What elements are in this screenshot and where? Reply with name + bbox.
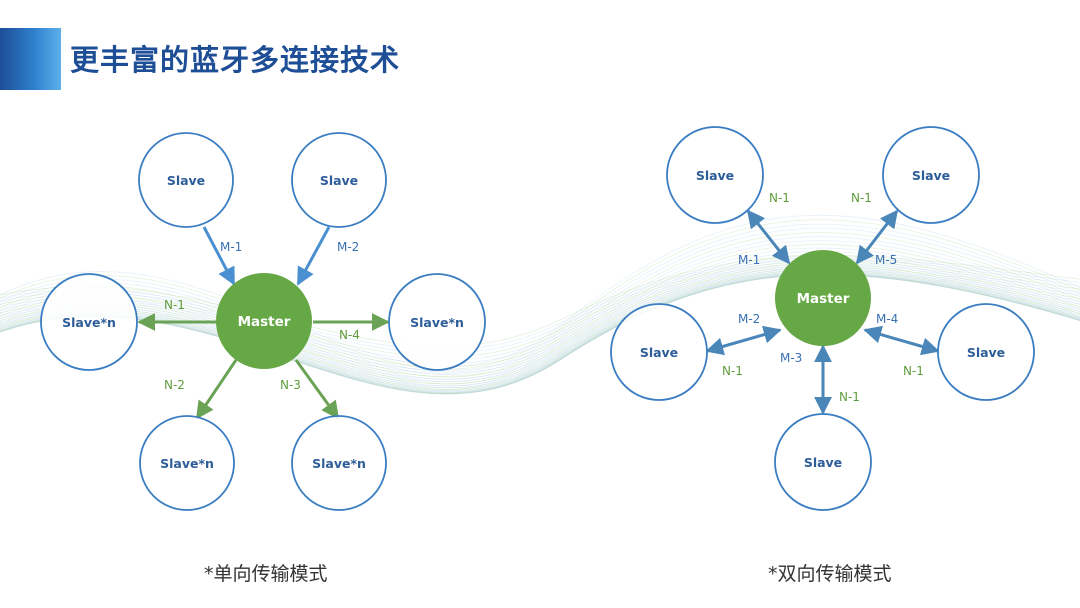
- bidirectional-diagram: Slave Slave Slave Slave Slave Master M-1…: [610, 126, 1035, 511]
- master-label: Master: [797, 291, 850, 307]
- slave-node: Slave: [882, 126, 980, 224]
- slave-label: Slave: [696, 168, 734, 183]
- slave-node: Slave: [610, 303, 708, 401]
- arrow-m2-n1: [705, 325, 782, 356]
- m-label: M-4: [876, 312, 898, 326]
- arrow-n2: [195, 359, 238, 420]
- slave-node: Slave: [937, 303, 1035, 401]
- page-title: 更丰富的蓝牙多连接技术: [70, 43, 401, 77]
- slave-label: Slave*n: [160, 456, 214, 471]
- slave-label: Slave: [167, 173, 205, 188]
- slave-label: Slave*n: [312, 456, 366, 471]
- slave-n-node: Slave*n: [388, 273, 486, 371]
- slave-label: Slave*n: [62, 315, 116, 330]
- arrow-m1: [202, 226, 236, 286]
- n-label: N-3: [280, 378, 301, 392]
- master-label: Master: [238, 314, 291, 330]
- m-label: M-1: [220, 240, 242, 254]
- caption-bidirectional: *双向传输模式: [768, 563, 892, 585]
- slave-n-node: Slave*n: [139, 415, 235, 511]
- slave-label: Slave*n: [410, 315, 464, 330]
- n-label: N-1: [769, 191, 790, 205]
- title-accent-bar: [0, 28, 61, 90]
- n-label: N-1: [164, 298, 185, 312]
- arrow-n3: [294, 359, 340, 420]
- n-label: N-2: [164, 378, 185, 392]
- n-label: N-1: [851, 191, 872, 205]
- caption-unidirectional: *单向传输模式: [204, 563, 328, 585]
- m-label: M-5: [875, 253, 897, 267]
- n-label: N-1: [839, 390, 860, 404]
- slave-label: Slave: [967, 345, 1005, 360]
- slave-label: Slave: [640, 345, 678, 360]
- master-node: Master: [775, 250, 871, 346]
- slave-node: Slave: [666, 126, 764, 224]
- arrow-m4-n1: [863, 325, 940, 356]
- arrow-m5-n1: [855, 209, 899, 265]
- slave-node: Slave: [774, 413, 872, 511]
- arrow-m1-n1: [746, 209, 791, 265]
- n-label: N-1: [722, 364, 743, 378]
- n-label: N-4: [339, 328, 360, 342]
- m-label: M-2: [738, 312, 760, 326]
- slave-n-node: Slave*n: [291, 415, 387, 511]
- slave-label: Slave: [320, 173, 358, 188]
- arrow-m2: [296, 226, 331, 286]
- m-label: M-1: [738, 253, 760, 267]
- slave-node: Slave: [138, 132, 234, 228]
- slave-label: Slave: [912, 168, 950, 183]
- slave-label: Slave: [804, 455, 842, 470]
- unidirectional-diagram: Slave Slave Slave*n Slave*n Slave*n Slav…: [40, 132, 486, 511]
- m-label: M-3: [780, 351, 802, 365]
- n-label: N-1: [903, 364, 924, 378]
- m-label: M-2: [337, 240, 359, 254]
- slave-node: Slave: [291, 132, 387, 228]
- slave-n-node: Slave*n: [40, 273, 138, 371]
- master-node: Master: [216, 273, 312, 369]
